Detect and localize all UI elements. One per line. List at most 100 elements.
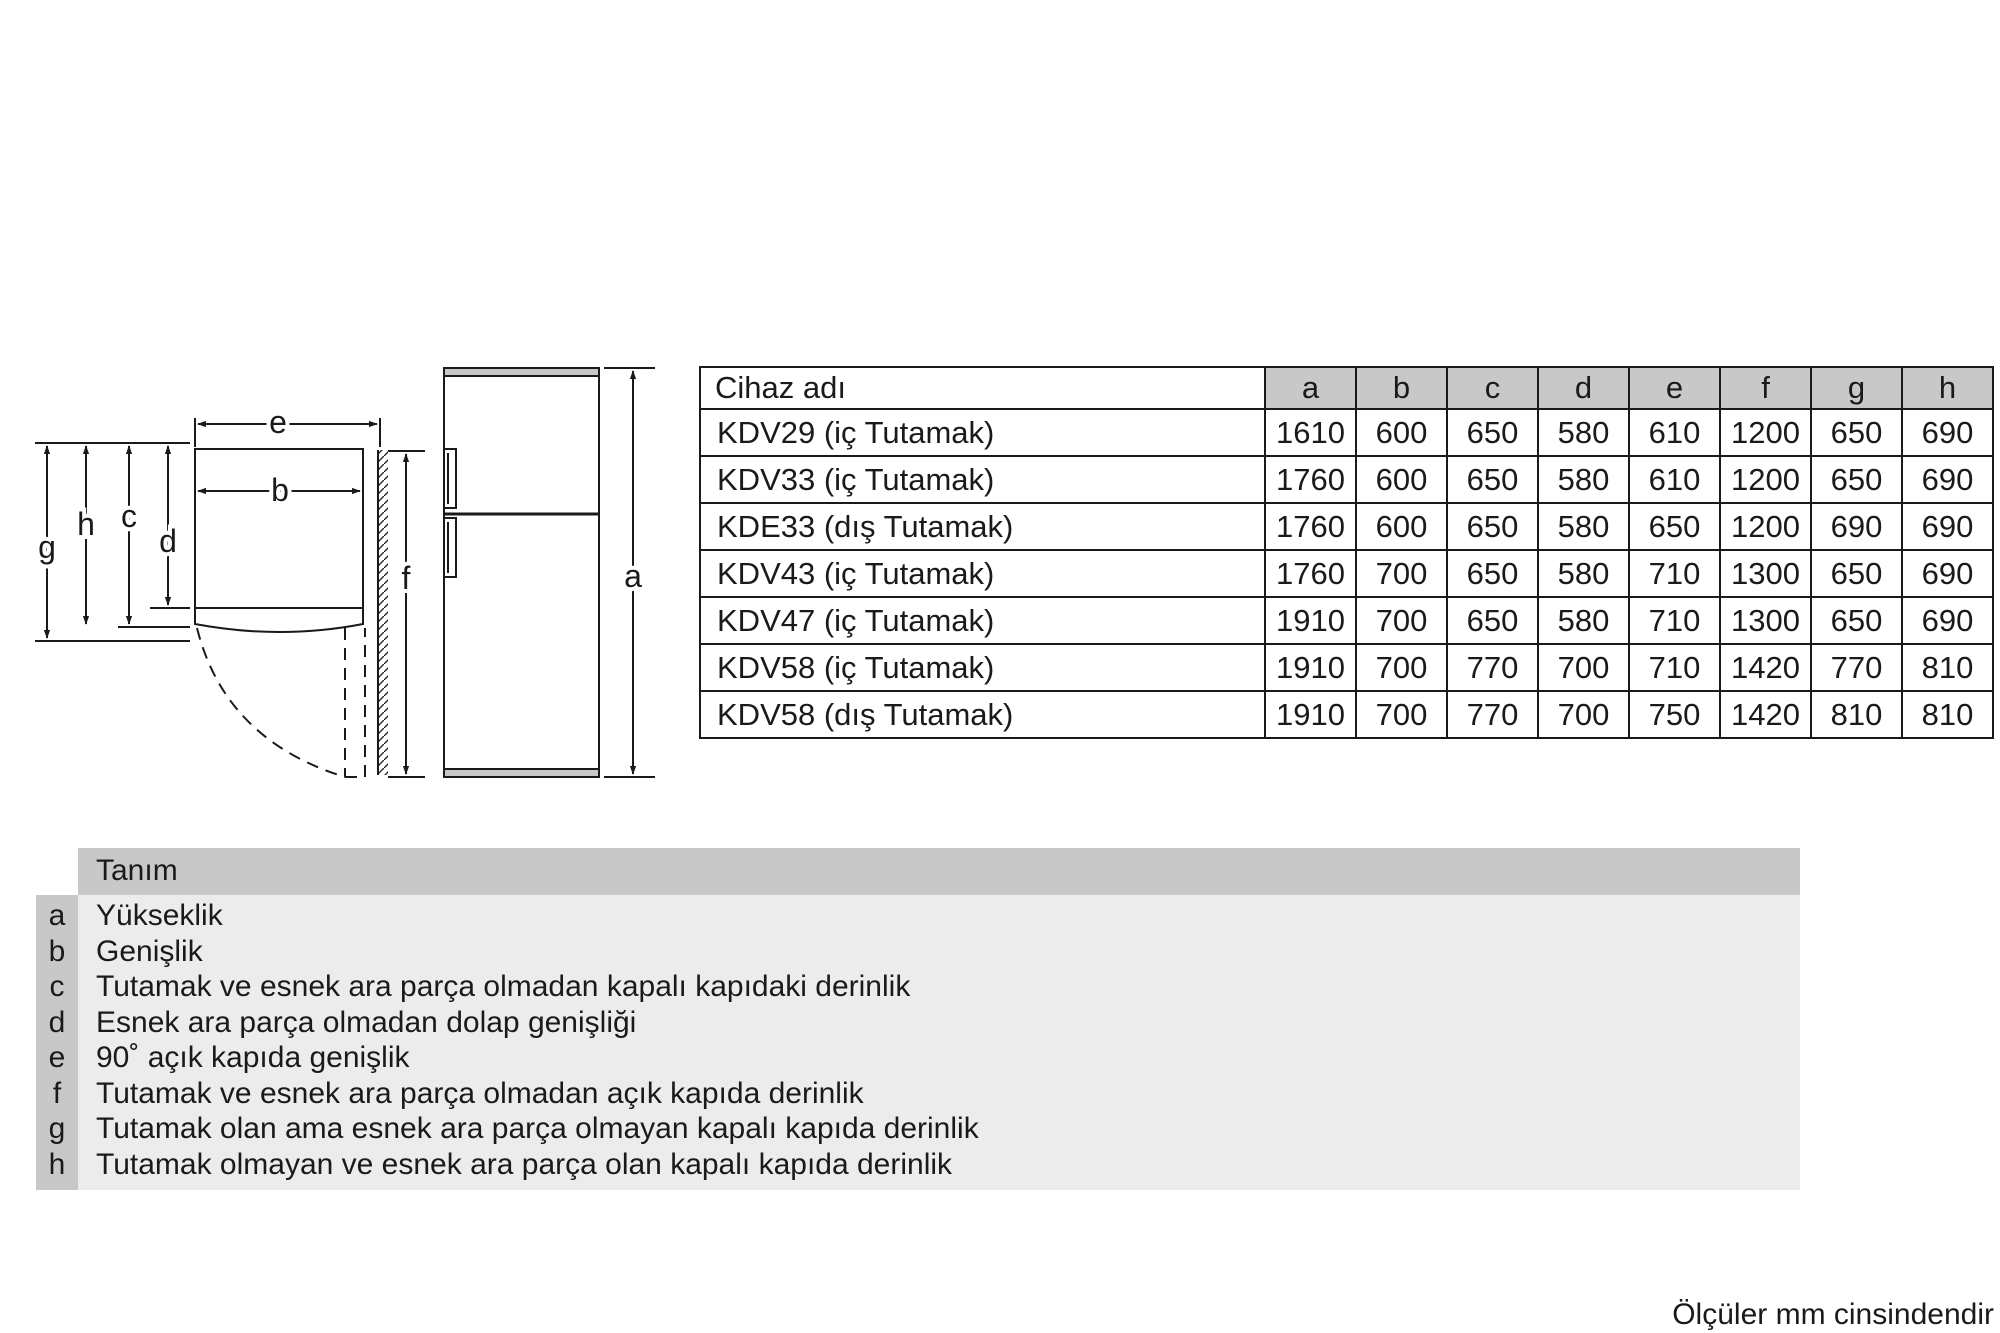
top-view-cabinet: [194, 448, 364, 609]
legend-description: Yükseklik: [96, 899, 223, 932]
label-d: d: [159, 523, 177, 559]
dimension-table: Cihaz adı a b c d e f g h KDV29 (iç Tuta…: [699, 366, 1994, 739]
legend-item: d Esnek ara parça olmadan dolap genişliğ…: [36, 1005, 1800, 1041]
table-cell: 1420: [1719, 643, 1812, 692]
table-cell: 710: [1628, 596, 1721, 645]
open-door-outline: [344, 628, 366, 778]
table-cell: 690: [1810, 502, 1903, 551]
table-cell: 690: [1901, 455, 1994, 504]
table-cell: 810: [1810, 690, 1903, 739]
table-row: KDE33 (dış Tutamak) 1760 600 650 580 650…: [699, 502, 1994, 551]
legend-title: Tanım: [96, 854, 178, 887]
table-cell: 1200: [1719, 408, 1812, 457]
door-swing-arc: [196, 627, 346, 778]
table-cell: 600: [1355, 502, 1448, 551]
column-header: g: [1810, 366, 1903, 410]
legend-letter: g: [48, 1112, 66, 1145]
device-name-header: Cihaz adı: [699, 366, 1266, 410]
table-cell: 650: [1810, 455, 1903, 504]
device-name: KDV29 (iç Tutamak): [699, 408, 1266, 457]
column-header: f: [1719, 366, 1812, 410]
legend-item: e 90˚ açık kapıda genişlik: [36, 1040, 1800, 1076]
label-b: b: [271, 472, 289, 508]
legend-description: Tutamak ve esnek ara parça olmadan kapal…: [96, 970, 911, 1003]
column-header: c: [1446, 366, 1539, 410]
table-row: KDV33 (iç Tutamak) 1760 600 650 580 610 …: [699, 455, 1994, 504]
table-row: KDV58 (iç Tutamak) 1910 700 770 700 710 …: [699, 643, 1994, 692]
column-header: a: [1264, 366, 1357, 410]
legend-letter: f: [52, 1076, 62, 1110]
front-view-fridge: [443, 367, 600, 778]
table-cell: 700: [1355, 643, 1448, 692]
table-cell: 1300: [1719, 549, 1812, 598]
table-cell: 610: [1628, 455, 1721, 504]
table-cell: 1760: [1264, 549, 1357, 598]
table-cell: 1300: [1719, 596, 1812, 645]
table-row: KDV58 (dış Tutamak) 1910 700 770 700 750…: [699, 690, 1994, 739]
units-footnote: Ölçüler mm cinsindendir: [1672, 1298, 1994, 1331]
dimension-diagram: e b g h c d f a: [34, 367, 655, 778]
lower-handle: [443, 517, 457, 578]
legend-item: g Tutamak olan ama esnek ara parça olmay…: [36, 1111, 1800, 1147]
device-name: KDV58 (iç Tutamak): [699, 643, 1266, 692]
table-cell: 690: [1901, 502, 1994, 551]
table-cell: 580: [1537, 455, 1630, 504]
table-cell: 1910: [1264, 643, 1357, 692]
label-g: g: [38, 529, 56, 565]
legend-letter: a: [48, 899, 66, 932]
table-cell: 1760: [1264, 455, 1357, 504]
device-name: KDE33 (dış Tutamak): [699, 502, 1266, 551]
table-cell: 1910: [1264, 690, 1357, 739]
legend-letter: e: [48, 1041, 66, 1074]
upper-handle: [443, 448, 457, 509]
table-cell: 1610: [1264, 408, 1357, 457]
legend-letter: d: [48, 1005, 66, 1039]
table-cell: 580: [1537, 596, 1630, 645]
legend-description: Tutamak olan ama esnek ara parça olmayan…: [96, 1112, 979, 1145]
top-view-door: [194, 608, 364, 633]
table-cell: 1910: [1264, 596, 1357, 645]
table-cell: 650: [1446, 502, 1539, 551]
table-cell: 650: [1446, 549, 1539, 598]
device-name: KDV58 (dış Tutamak): [699, 690, 1266, 739]
wall-hatching: [378, 450, 388, 775]
table-cell: 1420: [1719, 690, 1812, 739]
table-cell: 690: [1901, 549, 1994, 598]
table-cell: 770: [1446, 690, 1539, 739]
table-cell: 650: [1810, 549, 1903, 598]
legend-description-column: [78, 895, 1800, 1190]
label-e: e: [269, 404, 287, 440]
column-header: b: [1355, 366, 1448, 410]
table-cell: 700: [1537, 690, 1630, 739]
table-row: KDV47 (iç Tutamak) 1910 700 650 580 710 …: [699, 596, 1994, 645]
table-cell: 690: [1901, 408, 1994, 457]
label-a: a: [624, 558, 642, 594]
table-cell: 1760: [1264, 502, 1357, 551]
table-cell: 600: [1355, 408, 1448, 457]
legend-letter: h: [48, 1147, 66, 1181]
device-name: KDV43 (iç Tutamak): [699, 549, 1266, 598]
table-cell: 610: [1628, 408, 1721, 457]
table-cell: 580: [1537, 549, 1630, 598]
label-f: f: [402, 560, 411, 596]
table-cell: 1200: [1719, 455, 1812, 504]
table-cell: 690: [1901, 596, 1994, 645]
legend-letter-column: [36, 895, 78, 1190]
table-cell: 770: [1810, 643, 1903, 692]
table-header-row: Cihaz adı a b c d e f g h: [699, 366, 1994, 410]
table-cell: 650: [1446, 596, 1539, 645]
legend-description: 90˚ açık kapıda genişlik: [96, 1041, 410, 1074]
table-cell: 810: [1901, 643, 1994, 692]
legend-item: a Yükseklik: [36, 898, 1800, 934]
table-cell: 700: [1355, 549, 1448, 598]
table-cell: 700: [1355, 690, 1448, 739]
table-cell: 650: [1628, 502, 1721, 551]
table-cell: 650: [1446, 455, 1539, 504]
legend-item: b Genişlik: [36, 934, 1800, 970]
legend-item: c Tutamak ve esnek ara parça olmadan kap…: [36, 969, 1800, 1005]
legend-item: h Tutamak olmayan ve esnek ara parça ola…: [36, 1147, 1800, 1183]
legend: Tanım a Yükseklik b Genişlik c Tutamak v…: [36, 848, 1800, 1190]
table-row: KDV29 (iç Tutamak) 1610 600 650 580 610 …: [699, 408, 1994, 457]
table-cell: 580: [1537, 502, 1630, 551]
table-cell: 810: [1901, 690, 1994, 739]
